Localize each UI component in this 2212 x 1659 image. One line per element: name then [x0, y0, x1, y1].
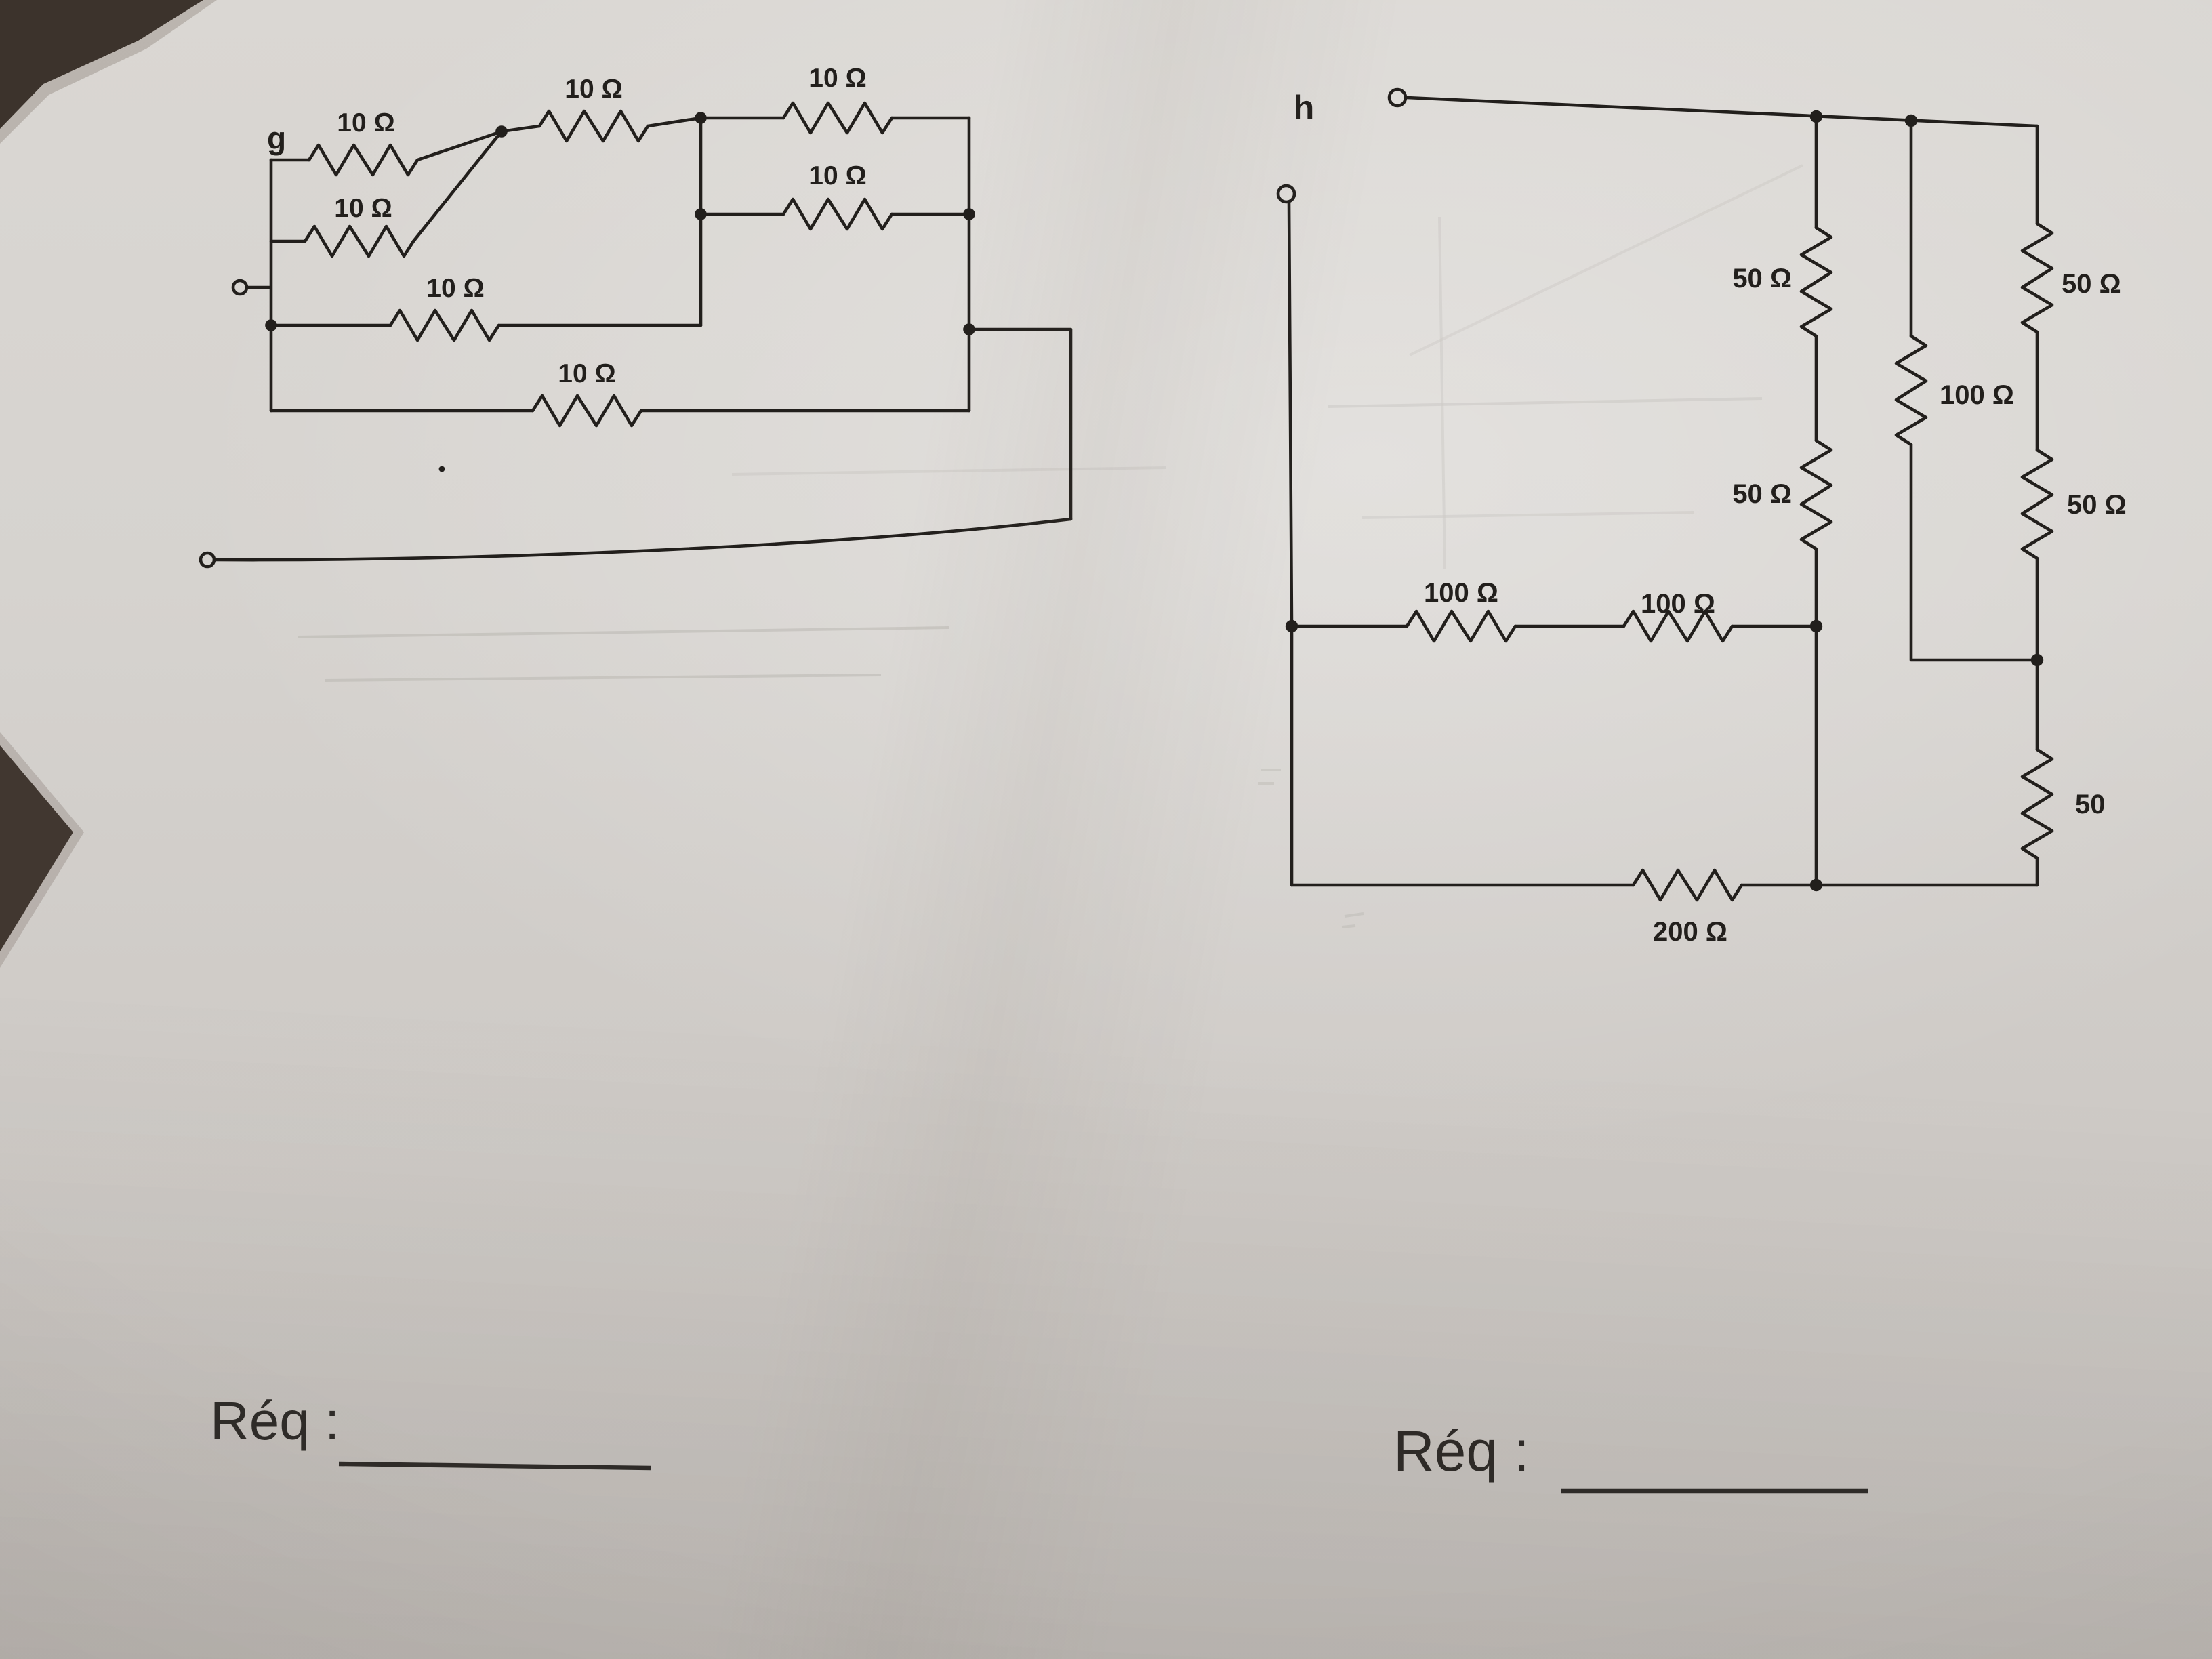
junction-dot: [2030, 653, 2044, 667]
junction-dots: [1285, 110, 2044, 892]
bleed-mark: [1438, 216, 1446, 570]
resistor: [783, 103, 892, 133]
circuit-h-labels: h 50 Ω 50 Ω 100 Ω 50 Ω 50 Ω 100 Ω 100 Ω …: [1294, 89, 2127, 947]
resistor-value-label: 50: [2075, 790, 2106, 819]
resistor-value-label: 200 Ω: [1653, 917, 1727, 947]
wire: [213, 517, 1073, 562]
resistor-value-label: 100 Ω: [1940, 380, 2014, 410]
resistor-value-label: 50 Ω: [1732, 264, 1792, 293]
circuit-h: [1276, 87, 2052, 900]
junction-dot: [695, 112, 707, 124]
resistor: [309, 145, 417, 175]
resistor: [1896, 336, 1926, 445]
bleed-mark: [1328, 397, 1763, 408]
wire: [1909, 119, 2039, 662]
terminal: [1276, 184, 1296, 204]
resistor-value-label: 50 Ω: [2062, 269, 2121, 299]
resistor-value-label: 10 Ω: [808, 64, 866, 93]
resistor: [533, 396, 641, 426]
stray-pencil-marks: [1258, 769, 1281, 785]
resistor-value-label: 100 Ω: [1641, 589, 1715, 619]
photo-corner-shadow-topleft-soft: [0, 0, 217, 144]
ink-speck: [438, 466, 445, 472]
junction-dot: [265, 319, 277, 331]
wire: [1287, 200, 1294, 887]
resistor: [1801, 441, 1831, 549]
resistor-value-label: 100 Ω: [1424, 578, 1498, 608]
junction-dot: [963, 208, 975, 220]
terminal: [199, 551, 216, 569]
photo-corner-shadow-topleft: [0, 0, 203, 129]
resistor: [539, 111, 648, 141]
answer-area-h: Réq :: [1393, 1419, 1868, 1494]
resistor: [1801, 228, 1831, 336]
photo-edge-shadows: [0, 0, 217, 968]
photo-edge-shadow-left: [0, 745, 73, 951]
req-label-h: Réq :: [1393, 1419, 1530, 1483]
resistor-value-label: 10 Ω: [337, 108, 394, 138]
wire: [967, 327, 1073, 521]
circuit-label-g: g: [267, 121, 286, 156]
circuit-label-h: h: [1294, 89, 1315, 127]
resistor-value-label: 10 Ω: [565, 75, 622, 104]
resistor-value-label: 10 Ω: [558, 359, 615, 388]
resistor-value-label: 50 Ω: [1732, 479, 1792, 509]
junction-dot: [1809, 619, 1823, 633]
circuit-g: [199, 103, 1073, 569]
wire: [1405, 96, 2039, 128]
terminal: [231, 279, 249, 296]
stray-pencil-marks: [1341, 912, 1364, 928]
junction-dot: [1809, 878, 1823, 892]
wire: [499, 116, 703, 134]
resistor: [305, 226, 413, 256]
wire: [269, 129, 504, 243]
resistor-value-label: 10 Ω: [426, 274, 484, 303]
bleed-mark: [325, 674, 882, 682]
wire: [246, 158, 273, 413]
resistor-value-label: 10 Ω: [334, 194, 392, 223]
terminal: [1387, 87, 1408, 108]
bleed-mark: [1361, 511, 1695, 519]
req-label-g: Réq :: [210, 1391, 340, 1451]
resistor-value-label: 10 Ω: [808, 161, 866, 190]
junction-dot: [495, 125, 508, 138]
req-blank-g: [338, 1461, 651, 1471]
page-bleed-through: [298, 164, 1803, 928]
junction-dots: [265, 112, 975, 472]
resistor: [2022, 450, 2052, 558]
junction-dot: [963, 323, 975, 335]
resistor: [2022, 224, 2052, 332]
resistor: [1407, 611, 1515, 641]
resistor-value-label: 50 Ω: [2067, 490, 2127, 520]
junction-dot: [1285, 619, 1298, 633]
photo-edge-shadow-left-soft: [0, 732, 84, 968]
junction-dot: [1809, 110, 1823, 123]
resistor: [390, 310, 499, 340]
circuit-g-labels: g 10 Ω 10 Ω 10 Ω 10 Ω 10 Ω 10 Ω 10 Ω: [267, 64, 867, 388]
junction-dot: [695, 208, 707, 220]
answer-area-g: Réq :: [210, 1391, 651, 1471]
resistor: [2022, 750, 2052, 858]
bleed-mark: [298, 626, 949, 638]
bleed-mark: [731, 466, 1166, 476]
junction-dot: [1904, 114, 1918, 127]
bleed-mark: [1409, 164, 1803, 356]
wire: [269, 129, 504, 162]
resistor: [783, 199, 892, 229]
resistor: [1633, 870, 1742, 900]
